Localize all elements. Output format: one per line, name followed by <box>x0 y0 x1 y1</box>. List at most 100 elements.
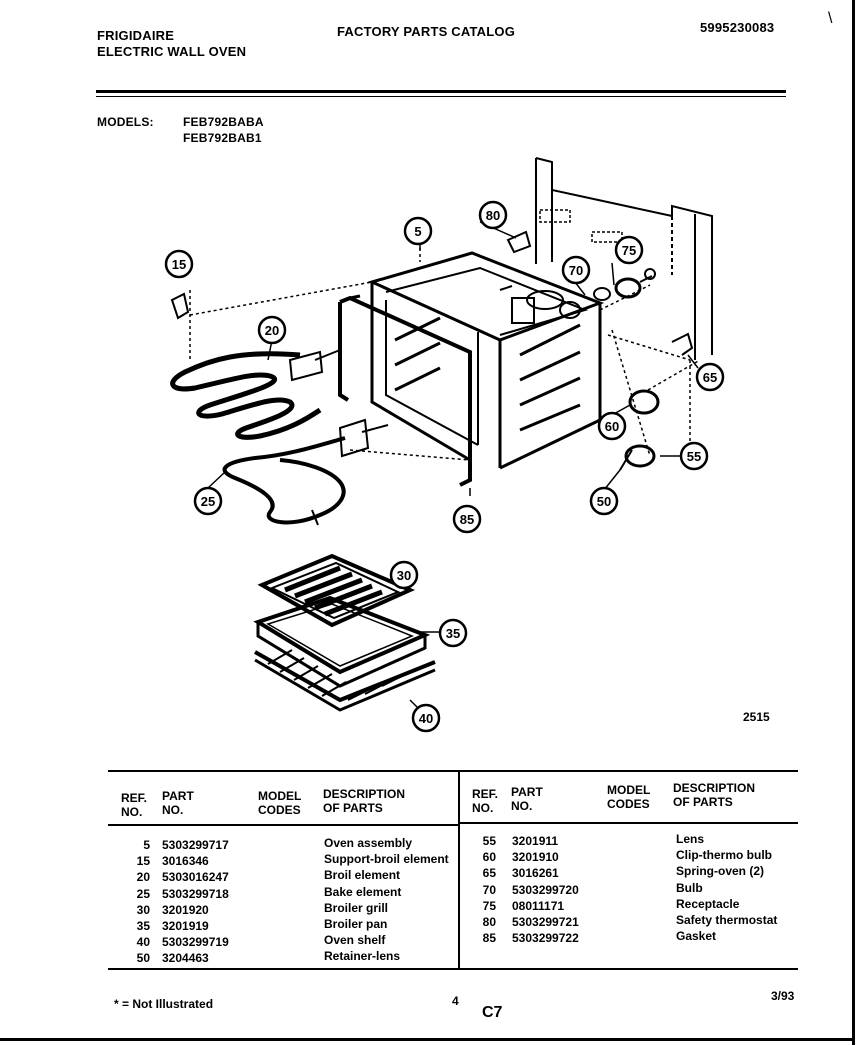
table-cell-part: 5303299722 <box>512 931 579 946</box>
callout-70: 70 <box>569 263 583 278</box>
callout-40: 40 <box>419 711 433 726</box>
callout-75-circle <box>614 235 644 265</box>
table-cell-ref: 75 <box>482 898 496 913</box>
right-desc-column: Lens Clip-thermo bulb Spring-oven (2) Bu… <box>676 831 777 944</box>
product-name: ELECTRIC WALL OVEN <box>97 44 247 59</box>
exploded-parts-diagram: 5 15 20 25 30 35 40 50 55 60 65 70 75 80… <box>164 157 725 733</box>
table-bottom-rule <box>108 968 798 970</box>
table-cell-ref: 15 <box>136 854 150 869</box>
header-rule-left <box>108 824 458 826</box>
callout-50: 50 <box>597 494 611 509</box>
table-cell-ref: 40 <box>136 935 150 950</box>
callout-20: 20 <box>265 323 279 338</box>
header-rule <box>96 90 786 93</box>
header-model-codes-right: MODEL CODES <box>607 783 651 811</box>
table-cell-desc: Clip-thermo bulb <box>676 848 772 863</box>
table-cell-part: 5303299718 <box>162 886 229 901</box>
callout-85: 85 <box>460 512 474 527</box>
table-cell-ref: 85 <box>482 931 496 946</box>
callout-40-circle <box>411 703 441 733</box>
header-rule-thin <box>96 96 786 97</box>
callout-30-circle <box>389 560 419 590</box>
brand-name: FRIGIDAIRE <box>97 28 175 43</box>
page-number: 4 <box>452 994 459 1008</box>
table-cell-part: 3201911 <box>512 834 559 848</box>
page-bottom-border <box>0 1038 855 1041</box>
table-cell-ref: 50 <box>136 951 150 966</box>
table-cell-desc: Gasket <box>676 929 717 944</box>
table-cell-part: 3201920 <box>162 902 209 917</box>
models-label: MODELS: <box>97 115 154 129</box>
catalog-number: 5995230083 <box>700 20 775 35</box>
table-cell-part: 5303299720 <box>512 882 579 897</box>
table-cell-ref: 5 <box>143 838 150 852</box>
table-cell-desc: Broil element <box>324 868 401 883</box>
callout-5-circle <box>403 216 433 246</box>
table-cell-desc: Receptacle <box>676 896 740 911</box>
table-cell-ref: 35 <box>136 918 150 933</box>
corner-mark: \ <box>828 10 833 27</box>
table-cell-desc: Safety thermostat <box>676 912 778 927</box>
table-cell-part: 3201910 <box>512 850 559 865</box>
table-cell-desc: Bake element <box>324 884 402 899</box>
table-cell-part: 3204463 <box>162 951 209 966</box>
callout-15: 15 <box>172 257 186 272</box>
header-description: DESCRIPTION OF PARTS <box>323 787 406 815</box>
table-cell-ref: 30 <box>136 902 150 917</box>
header-model-codes: MODEL CODES <box>258 789 302 817</box>
figure-number: 2515 <box>743 710 770 724</box>
table-cell-part: 3016261 <box>512 866 559 881</box>
callout-25: 25 <box>201 494 215 509</box>
table-cell-desc: Retainer-lens <box>324 949 401 964</box>
revision-date: 3/93 <box>771 989 795 1003</box>
callout-65-circle <box>695 362 725 392</box>
table-cell-ref: 25 <box>136 886 150 901</box>
callout-15-circle <box>164 249 194 279</box>
header-ref-no: REF. NO. <box>121 791 148 819</box>
left-part-column: 5303299717 3016346 5303016247 5303299718… <box>162 837 229 967</box>
footnote: * = Not Illustrated <box>114 997 214 1011</box>
table-cell-ref: 60 <box>482 850 496 865</box>
callout-60: 60 <box>605 419 619 434</box>
callout-35: 35 <box>446 626 460 641</box>
section-code: C7 <box>482 1004 503 1021</box>
callout-85-circle <box>452 504 482 534</box>
table-cell-desc: Broiler grill <box>324 900 389 915</box>
callout-30: 30 <box>397 568 411 583</box>
table-cell-part: 5303299717 <box>162 838 229 852</box>
table-cell-part: 5303299721 <box>512 914 579 929</box>
left-desc-column: Oven assembly Support-broil element Broi… <box>324 835 449 965</box>
callout-65: 65 <box>703 370 717 385</box>
table-cell-desc: Lens <box>676 832 705 846</box>
table-cell-part: 3201919 <box>162 918 209 933</box>
table-cell-ref: 55 <box>482 834 496 848</box>
right-ref-column: 55 60 65 70 75 80 85 <box>468 833 496 946</box>
callout-75: 75 <box>622 243 636 258</box>
table-cell-part: 08011171 <box>512 898 565 913</box>
table-cell-desc: Oven shelf <box>324 933 386 948</box>
header-description-right: DESCRIPTION OF PARTS <box>673 781 756 809</box>
header-part-no: PART NO. <box>162 789 194 817</box>
callout-35-circle <box>438 618 468 648</box>
callout-80-circle <box>478 200 508 230</box>
header-rule-right <box>460 822 798 824</box>
page-right-border <box>852 0 855 1045</box>
catalog-title: FACTORY PARTS CATALOG <box>337 24 516 39</box>
table-cell-desc: Oven assembly <box>324 836 413 850</box>
left-ref-column: 5 15 20 25 30 35 40 50 <box>122 837 150 967</box>
table-cell-ref: 20 <box>136 870 150 885</box>
callout-20-circle <box>257 315 287 345</box>
callout-60-circle <box>597 411 627 441</box>
header-ref-no-right: REF. NO. <box>472 787 499 815</box>
table-cell-ref: 65 <box>482 866 496 881</box>
callout-55: 55 <box>687 449 701 464</box>
model-number-1: FEB792BABA <box>183 115 264 129</box>
table-cell-part: 3016346 <box>162 854 209 869</box>
model-number-2: FEB792BAB1 <box>183 131 262 145</box>
table-cell-ref: 80 <box>482 914 496 929</box>
table-cell-part: 5303299719 <box>162 935 229 950</box>
table-cell-desc: Support-broil element <box>324 852 449 867</box>
callout-25-circle <box>193 486 223 516</box>
table-cell-part: 5303016247 <box>162 870 229 885</box>
